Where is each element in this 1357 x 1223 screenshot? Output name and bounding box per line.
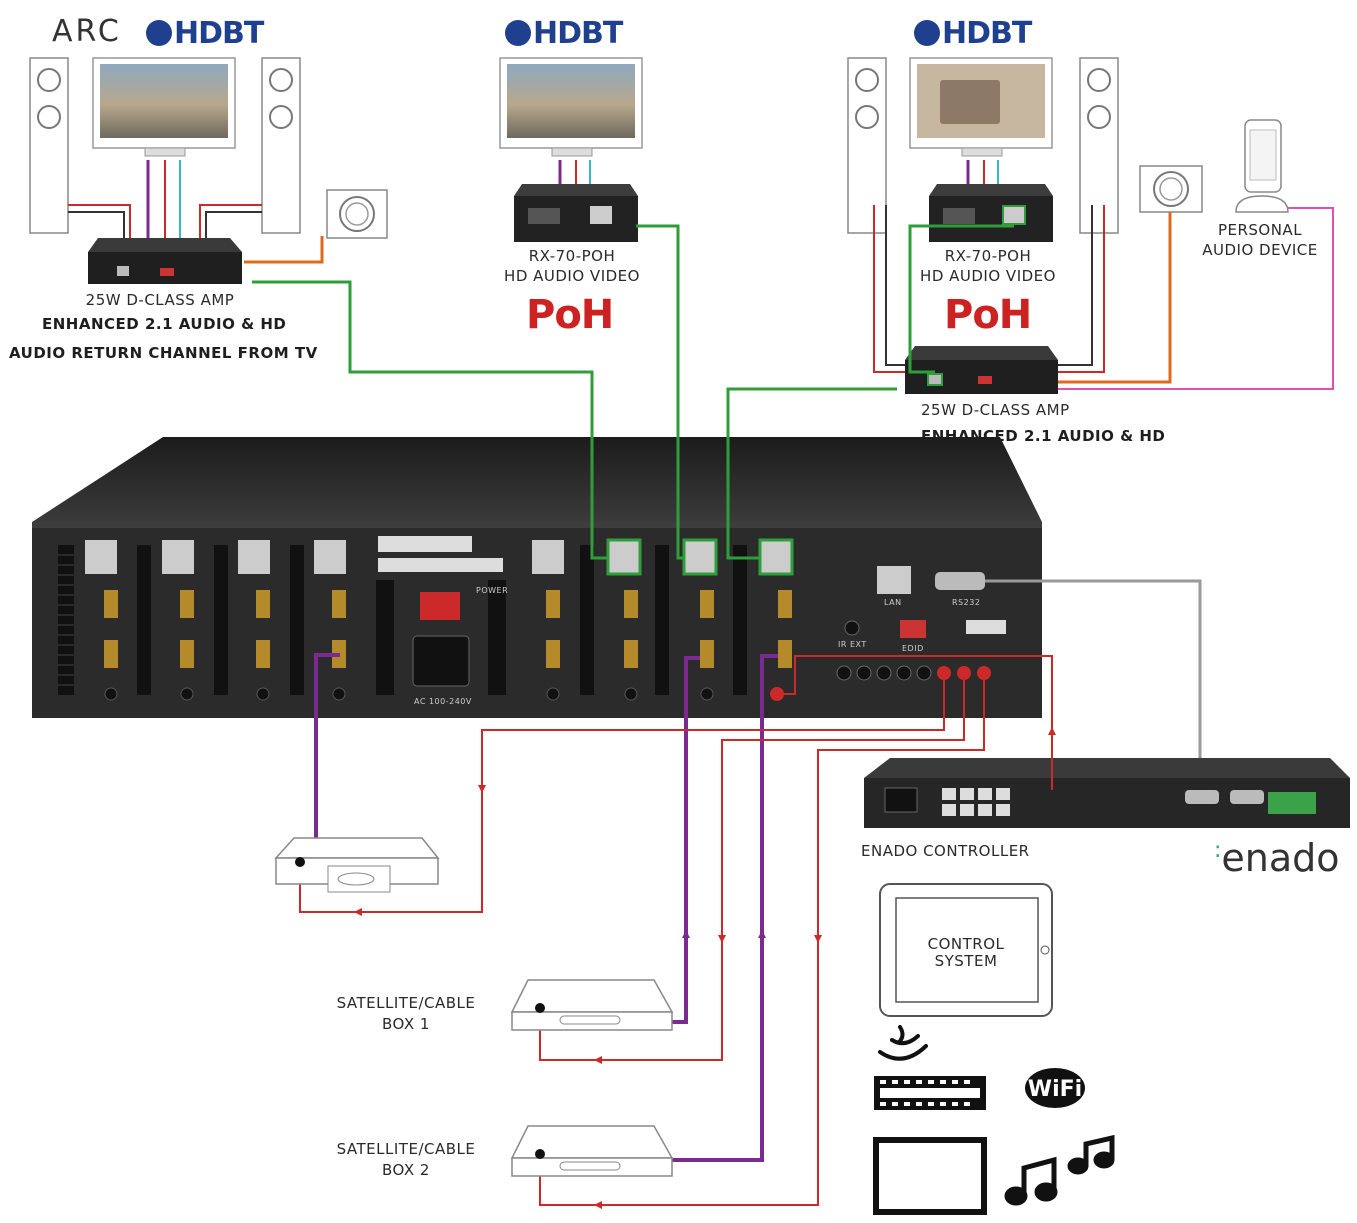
matrix-ac-label: AC 100-240V <box>414 697 472 706</box>
matrix-rs232-label: RS232 <box>952 598 981 607</box>
zone-2 <box>499 57 643 242</box>
hdbt-logo-mark <box>505 20 531 46</box>
satellite-box-1 <box>510 979 674 1031</box>
zone-3 <box>847 57 1334 394</box>
matrix-power-label: POWER <box>476 586 509 595</box>
satellite-box-1-label-1: SATELLITE/CABLE <box>336 994 476 1012</box>
wifi-icon: WiFi <box>1025 1068 1085 1108</box>
matrix-edid-label: EDID <box>902 644 924 653</box>
monitor-icon <box>873 1137 987 1215</box>
wireless-signal-icon <box>878 1025 928 1061</box>
film-strip-icon <box>874 1076 986 1110</box>
satellite-box-2-label-1: SATELLITE/CABLE <box>336 1140 476 1158</box>
hdbt-logo-zone-2: HDBT <box>505 16 623 51</box>
satellite-box-2 <box>510 1125 674 1177</box>
music-notes-icon <box>1004 1134 1115 1206</box>
rs232-cable <box>985 579 1202 785</box>
power-panel <box>378 536 503 687</box>
matrix-ir-ext-label: IR EXT <box>838 640 867 649</box>
rx-right-label-1: RX-70-POH <box>944 247 1032 265</box>
ir-cables <box>299 655 1053 1206</box>
control-panel <box>836 566 1006 681</box>
enado-logo: :enado <box>1214 836 1340 880</box>
enado-controller <box>864 758 1350 828</box>
svg-text:WiFi: WiFi <box>1028 1077 1082 1102</box>
hdbt-logo-text: HDBT <box>942 16 1032 51</box>
hdbt-logo-mark <box>146 20 172 46</box>
control-system-label-2: SYSTEM <box>934 952 998 970</box>
rx-mid-label-2: HD AUDIO VIDEO <box>504 267 640 285</box>
hdbt-logo-mark <box>914 20 940 46</box>
enado-logo-text: enado <box>1221 836 1340 880</box>
rx-right-label-2: HD AUDIO VIDEO <box>920 267 1056 285</box>
control-system-label-1: CONTROL <box>927 935 1005 953</box>
hdbt-matrix-switch <box>32 437 1042 718</box>
blu-ray-player <box>274 837 440 893</box>
enado-controller-label: ENADO CONTROLLER <box>861 842 1030 860</box>
hdbt-logo-text: HDBT <box>533 16 623 51</box>
zone-1 <box>29 57 388 284</box>
amp-right-label-1: 25W D-CLASS AMP <box>921 401 1070 419</box>
personal-audio-label-2: AUDIO DEVICE <box>1202 241 1318 259</box>
amp-left-label-3: AUDIO RETURN CHANNEL FROM TV <box>9 344 318 362</box>
hdbt-cables <box>252 224 897 560</box>
amp-left-label-2: ENHANCED 2.1 AUDIO & HD <box>42 315 287 333</box>
hdbt-logo-text: HDBT <box>174 16 264 51</box>
arc-logo: ARC <box>52 14 122 49</box>
enado-logo-dots: : <box>1214 838 1222 863</box>
amp-left-label-1: 25W D-CLASS AMP <box>85 291 235 309</box>
satellite-box-2-label-2: BOX 2 <box>382 1161 430 1179</box>
poh-logo-zone-2: PoH <box>526 292 614 338</box>
personal-audio-label-1: PERSONAL <box>1217 221 1303 239</box>
hdbt-logo-zone-1: HDBT <box>146 16 264 51</box>
hdmi-cables <box>314 653 778 1162</box>
matrix-lan-label: LAN <box>884 598 902 607</box>
rx-mid-label-1: RX-70-POH <box>528 247 616 265</box>
speaker-left-3 <box>847 57 887 234</box>
poh-logo-zone-3: PoH <box>944 292 1032 338</box>
amp-right-label-2: ENHANCED 2.1 AUDIO & HD <box>921 427 1166 445</box>
satellite-box-1-label-2: BOX 1 <box>382 1015 430 1033</box>
hdbt-logo-zone-3: HDBT <box>914 16 1032 51</box>
output-modules <box>85 538 794 701</box>
